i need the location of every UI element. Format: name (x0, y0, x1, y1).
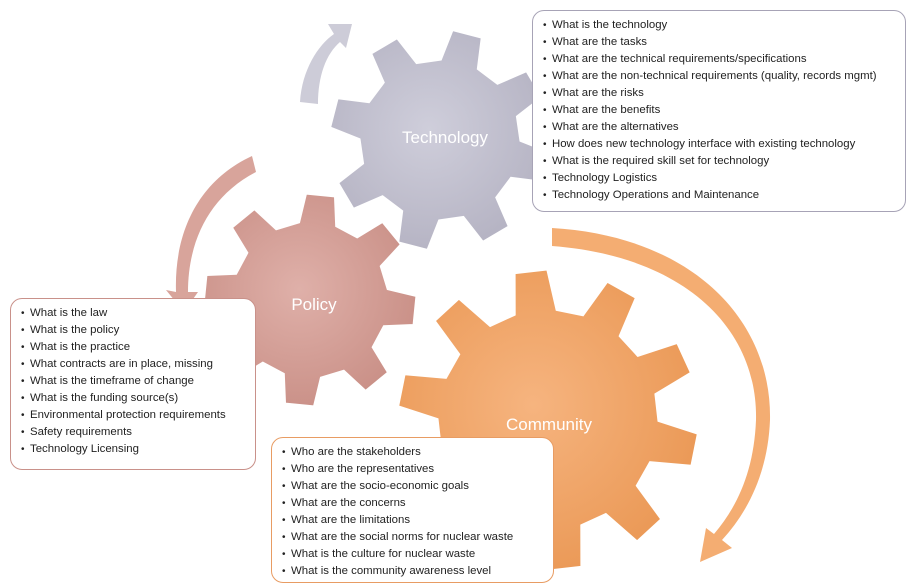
policy-question-list: • What is the law • What is the policy • What… (21, 305, 245, 458)
bullet-icon: • (543, 71, 547, 82)
bullet-icon: • (21, 410, 25, 421)
community-question-item: • What are the limitations (282, 512, 543, 529)
bullet-icon: • (21, 376, 25, 387)
bullet-icon: • (282, 447, 286, 458)
technology-question-text: What are the risks (552, 87, 644, 99)
technology-question-text: How does new technology interface with e… (552, 138, 856, 150)
bullet-icon: • (282, 566, 286, 577)
technology-question-text: What are the non-technical requirements … (552, 70, 877, 82)
policy-question-text: What is the policy (30, 324, 120, 336)
community-question-text: What are the concerns (291, 497, 406, 509)
policy-question-text: Technology Licensing (30, 443, 139, 455)
policy-gear-label: Policy (291, 295, 337, 314)
policy-question-item: • What is the law (21, 305, 245, 322)
technology-question-item: • What are the non-technical requirements… (543, 68, 895, 85)
technology-question-text: What are the technical requirements/spec… (552, 53, 807, 65)
bullet-icon: • (543, 190, 547, 201)
technology-question-text: What are the benefits (552, 104, 661, 116)
bullet-icon: • (21, 342, 25, 353)
community-question-item: • What are the social norms for nuclear w… (282, 529, 543, 546)
policy-questions-box: • What is the law • What is the policy • What… (10, 298, 256, 470)
bullet-icon: • (543, 139, 547, 150)
technology-question-item: • What are the benefits (543, 102, 895, 119)
technology-question-text: Technology Operations and Maintenance (552, 189, 760, 201)
technology-question-item: • Technology Logistics (543, 170, 895, 187)
bullet-icon: • (543, 156, 547, 167)
policy-question-item: • Safety requirements (21, 424, 245, 441)
community-question-text: Who are the stakeholders (291, 446, 421, 458)
policy-question-text: Safety requirements (30, 426, 132, 438)
technology-question-list: • What is the technology • What are the tas… (543, 17, 895, 204)
bullet-icon: • (21, 308, 25, 319)
policy-cycle-arrow (166, 156, 256, 312)
policy-question-text: Environmental protection requirements (30, 409, 226, 421)
community-question-item: • Who are the representatives (282, 461, 543, 478)
technology-question-item: • How does new technology interface with … (543, 136, 895, 153)
technology-questions-box: • What is the technology • What are the tas… (532, 10, 906, 212)
technology-question-text: Technology Logistics (552, 172, 658, 184)
community-questions-box: • Who are the stakeholders • Who are the re… (271, 437, 554, 583)
technology-question-item: • What is the required skill set for tech… (543, 153, 895, 170)
technology-gear-label: Technology (402, 128, 489, 147)
bullet-icon: • (21, 359, 25, 370)
bullet-icon: • (21, 393, 25, 404)
community-question-item: • Who are the stakeholders (282, 444, 543, 461)
policy-question-item: • What is the timeframe of change (21, 373, 245, 390)
bullet-icon: • (543, 105, 547, 116)
community-question-text: What is the community awareness level (291, 565, 492, 577)
bullet-icon: • (543, 37, 547, 48)
community-question-text: What are the socio-economic goals (291, 480, 469, 492)
policy-question-item: • Environmental protection requirements (21, 407, 245, 424)
technology-question-item: • What are the alternatives (543, 119, 895, 136)
bullet-icon: • (543, 54, 547, 65)
community-question-item: • What is the community awareness level (282, 563, 543, 580)
technology-question-text: What are the alternatives (552, 121, 679, 133)
policy-question-text: What is the funding source(s) (30, 392, 179, 404)
bullet-icon: • (543, 173, 547, 184)
community-question-text: What are the limitations (291, 514, 411, 526)
bullet-icon: • (282, 549, 286, 560)
policy-question-item: • Technology Licensing (21, 441, 245, 458)
policy-question-text: What is the practice (30, 341, 131, 353)
community-question-item: • What is the culture for nuclear waste (282, 546, 543, 563)
technology-question-text: What is the technology (552, 19, 668, 31)
community-question-text: Who are the representatives (291, 463, 435, 475)
community-question-text: What is the culture for nuclear waste (291, 548, 476, 560)
bullet-icon: • (543, 88, 547, 99)
bullet-icon: • (282, 481, 286, 492)
policy-question-item: • What is the practice (21, 339, 245, 356)
technology-gear (330, 30, 550, 250)
community-gear-label: Community (506, 415, 592, 434)
policy-question-text: What is the law (30, 307, 108, 319)
community-question-item: • What are the socio-economic goals (282, 478, 543, 495)
technology-question-item: • What are the tasks (543, 34, 895, 51)
policy-question-text: What is the timeframe of change (30, 375, 194, 387)
technology-question-item: • What are the technical requirements/spe… (543, 51, 895, 68)
technology-question-item: • What is the technology (543, 17, 895, 34)
technology-question-item: • What are the risks (543, 85, 895, 102)
bullet-icon: • (543, 20, 547, 31)
bullet-icon: • (282, 464, 286, 475)
bullet-icon: • (282, 515, 286, 526)
policy-question-item: • What contracts are in place, missing (21, 356, 245, 373)
community-cycle-arrow (552, 228, 771, 562)
technology-question-text: What is the required skill set for techn… (552, 155, 770, 167)
bullet-icon: • (21, 444, 25, 455)
bullet-icon: • (282, 498, 286, 509)
policy-question-item: • What is the policy (21, 322, 245, 339)
community-question-text: What are the social norms for nuclear wa… (291, 531, 514, 543)
policy-question-item: • What is the funding source(s) (21, 390, 245, 407)
bullet-icon: • (21, 427, 25, 438)
bullet-icon: • (543, 122, 547, 133)
bullet-icon: • (282, 532, 286, 543)
technology-question-item: • Technology Operations and Maintenance (543, 187, 895, 204)
bullet-icon: • (21, 325, 25, 336)
community-question-list: • Who are the stakeholders • Who are the re… (282, 444, 543, 580)
community-question-item: • What are the concerns (282, 495, 543, 512)
policy-question-text: What contracts are in place, missing (30, 358, 213, 370)
technology-question-text: What are the tasks (552, 36, 647, 48)
technology-cycle-arrow (300, 24, 352, 104)
